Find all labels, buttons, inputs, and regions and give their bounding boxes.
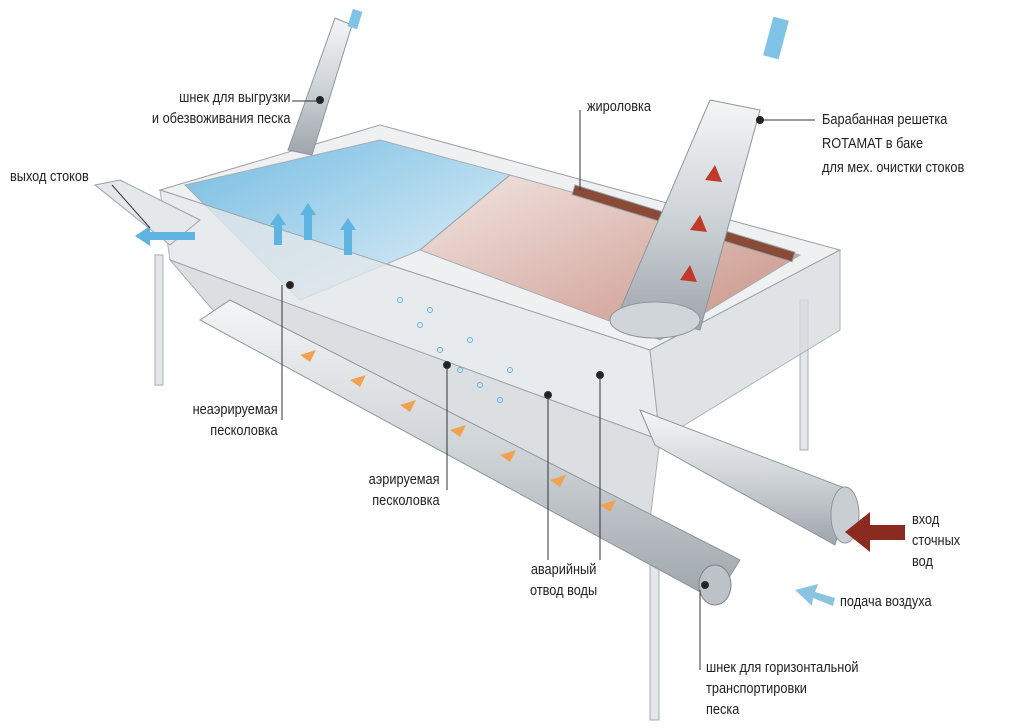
label-drum-screen: Барабанная решетка ROTAMAT в баке для ме… [822, 108, 964, 180]
drum-screen-rotamat [609, 16, 789, 339]
label-horizontal-screw: шнек для горизонтальной транспортировки … [706, 658, 859, 721]
leader-lines [111, 100, 815, 670]
label-dewatering-screw: шнек для выгрузки и обезвоживания песка [151, 88, 290, 130]
label-line: неаэрируемая [192, 402, 278, 418]
label-aerated-sand-trap: аэрируемая песколовка [369, 470, 440, 512]
label-grease-trap: жироловка [587, 99, 652, 115]
label-line: шнек для выгрузки [178, 90, 290, 106]
upflow-arrows [270, 203, 356, 255]
label-line: ROTAMAT в баке [822, 136, 924, 152]
outlet-channel [93, 179, 201, 246]
label-line: отвод воды [530, 583, 598, 599]
label-line: шнек для горизонтальной [706, 660, 859, 676]
label-line: вод [912, 554, 933, 570]
label-line: транспортировки [706, 681, 807, 697]
dewatering-screw [287, 8, 363, 156]
label-line: аэрируемая [369, 472, 440, 488]
label-line: песколовка [372, 493, 440, 509]
inlet-pipe [639, 409, 860, 546]
label-line: Барабанная решетка [822, 112, 948, 128]
label-line: и обезвоживания песка [151, 111, 290, 127]
label-non-aerated-sand-trap: неаэрируемая песколовка [193, 400, 278, 442]
label-line: песколовка [210, 423, 278, 439]
label-line: вход [912, 512, 940, 528]
air-arrow [795, 584, 835, 606]
horizontal-screw [199, 299, 741, 606]
label-wastewater-inlet: вход сточных вод [912, 510, 960, 573]
label-line: для мех. очистки стоков [822, 160, 965, 176]
label-emergency-overflow: аварийный отвод воды [530, 560, 597, 602]
label-outlet: выход стоков [10, 169, 89, 185]
label-air-supply: подача воздуха [840, 594, 932, 610]
label-line: песка [706, 702, 740, 718]
label-line: сточных [912, 533, 961, 549]
outlet-flow-arrow [135, 226, 195, 246]
inlet-arrow [845, 512, 905, 552]
air-bubbles [397, 297, 513, 403]
label-line: аварийный [530, 562, 597, 578]
